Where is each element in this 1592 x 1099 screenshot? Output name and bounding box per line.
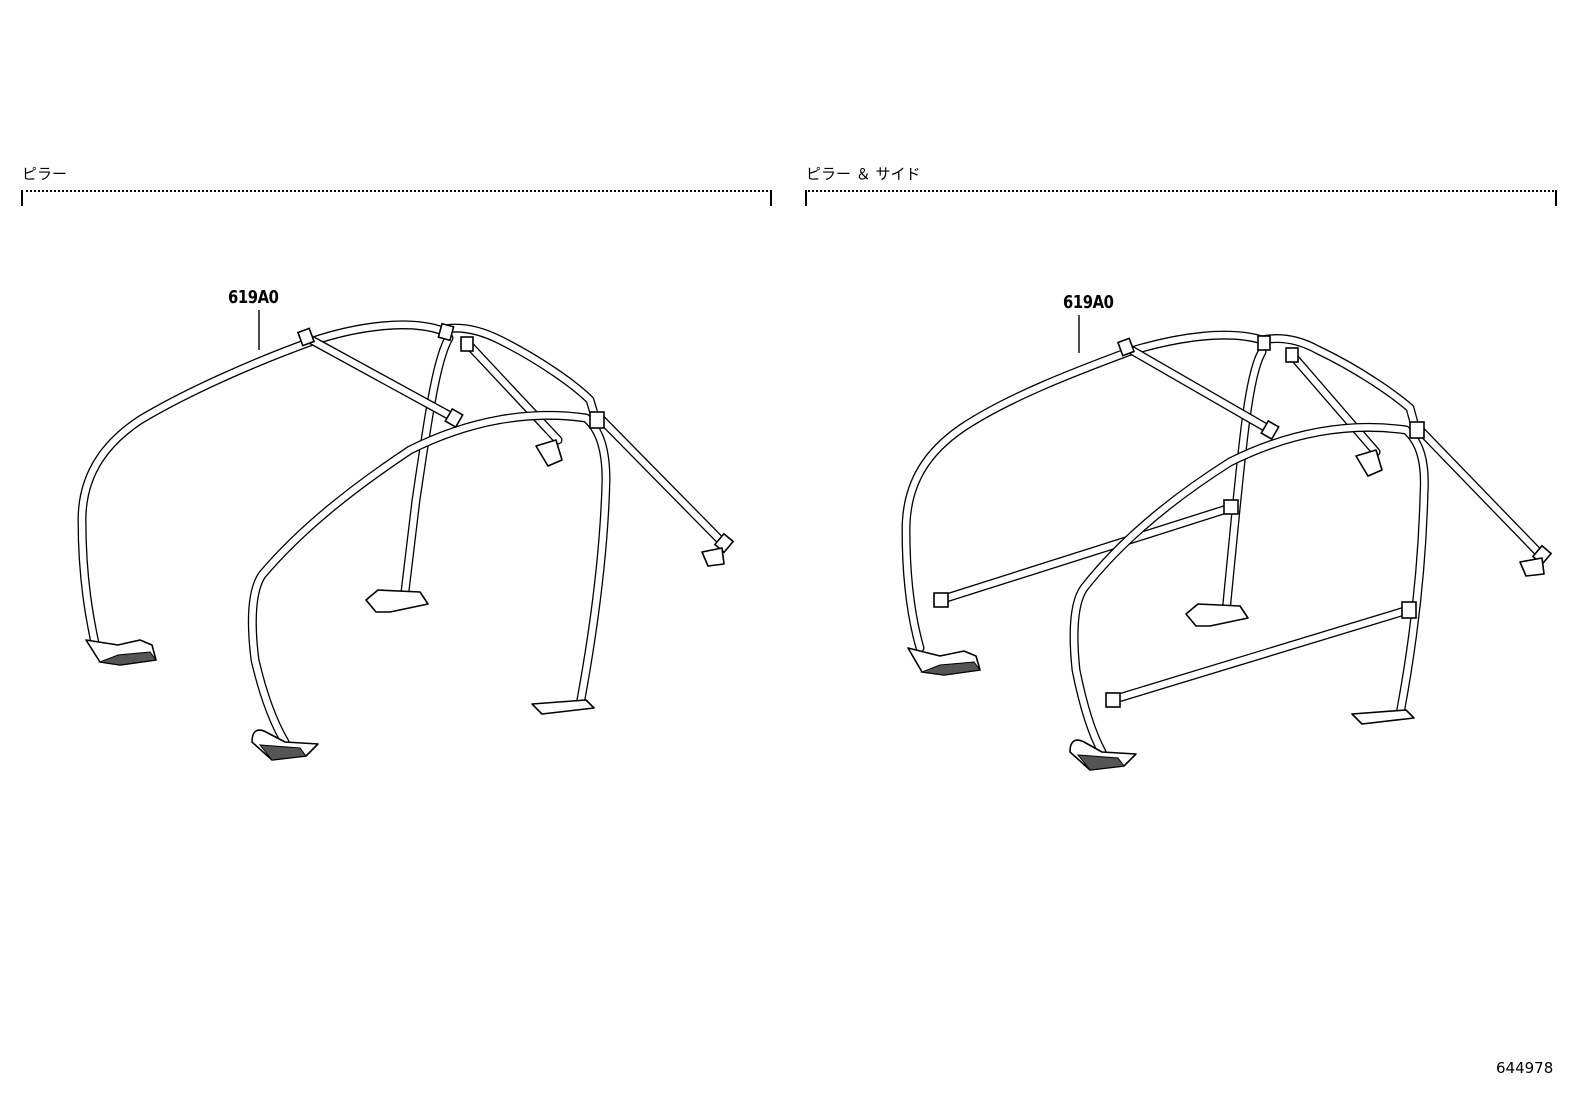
panel-title-pillar: ピラー bbox=[22, 165, 68, 183]
part-label-left: 619A0 bbox=[228, 287, 279, 308]
part-label-right: 619A0 bbox=[1063, 292, 1114, 313]
panel-title-pillar-side: ピラー ＆ サイド bbox=[806, 165, 921, 183]
figure-id: 644978 bbox=[1496, 1059, 1554, 1077]
roll-cage-pillar-side-illustration bbox=[901, 315, 1553, 771]
roll-cage-pillar-illustration bbox=[77, 310, 735, 761]
panel-bracket-pillar bbox=[21, 190, 772, 206]
panel-bracket-pillar-side bbox=[805, 190, 1557, 206]
